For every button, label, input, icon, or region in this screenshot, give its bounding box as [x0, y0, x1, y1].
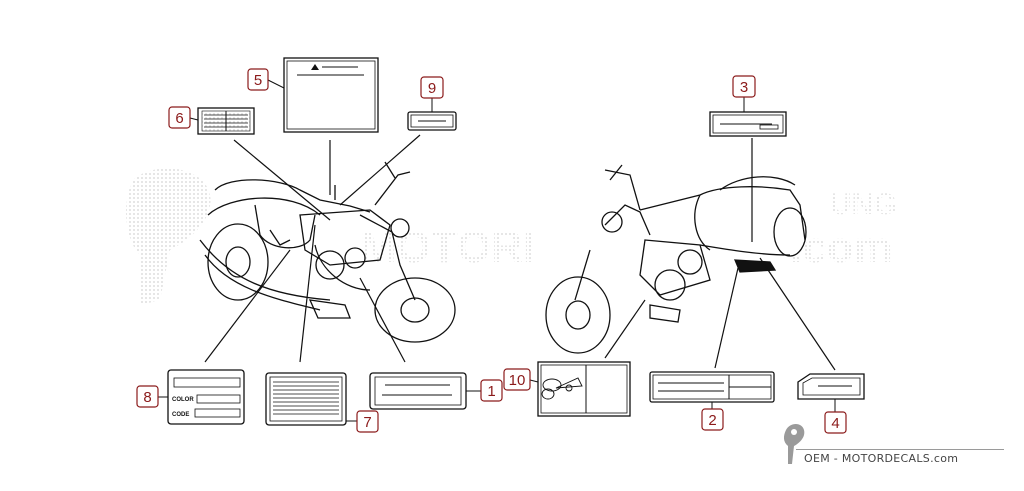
svg-text:2: 2 [708, 412, 716, 429]
motorcycle-right-view [545, 164, 807, 354]
callout-4: 4 [824, 399, 847, 434]
decal-5 [283, 57, 379, 133]
decal-9 [407, 111, 457, 131]
callout-3: 3 [732, 75, 756, 112]
decal-7 [265, 372, 347, 426]
svg-text:3: 3 [740, 79, 748, 96]
svg-text:8: 8 [143, 389, 151, 406]
svg-text:1: 1 [487, 383, 495, 400]
decal-2 [649, 371, 775, 403]
footer-watermark-text: OEM - MOTORDECALS.com [804, 452, 959, 465]
svg-text:7: 7 [363, 414, 371, 431]
callout-6: 6 [168, 106, 199, 129]
watermark: MOTORI .com UNG [125, 168, 897, 305]
label8-code-text: CODE [172, 412, 189, 418]
callout-7: 7 [346, 410, 379, 433]
decal-1 [369, 372, 467, 410]
svg-text:6: 6 [175, 110, 183, 127]
watermark-text-upper: UNG [830, 188, 897, 221]
svg-text:4: 4 [831, 415, 839, 432]
decal-8: COLOR CODE [167, 369, 245, 425]
svg-text:10: 10 [509, 372, 526, 389]
svg-text:9: 9 [428, 80, 436, 97]
callout-9: 9 [420, 76, 444, 112]
callout-5: 5 [247, 68, 285, 91]
decal-4 [797, 373, 865, 400]
decal-6 [197, 107, 255, 135]
watermark-text-right: .com [790, 223, 893, 272]
callout-1: 1 [466, 379, 503, 402]
motordecals-logo-icon [780, 418, 808, 473]
svg-text:5: 5 [254, 72, 262, 89]
label8-color-text: COLOR [172, 397, 194, 403]
callout-2: 2 [701, 402, 724, 431]
watermark-text-left: MOTORI [360, 223, 535, 272]
leader-lines [204, 134, 836, 371]
callout-8: 8 [136, 385, 168, 408]
footer-divider [796, 449, 1004, 450]
callouts: 5 6 9 3 8 7 1 10 2 4 [136, 68, 847, 434]
callout-10: 10 [503, 368, 539, 391]
decal-3 [709, 111, 787, 137]
decal-10 [537, 361, 631, 417]
